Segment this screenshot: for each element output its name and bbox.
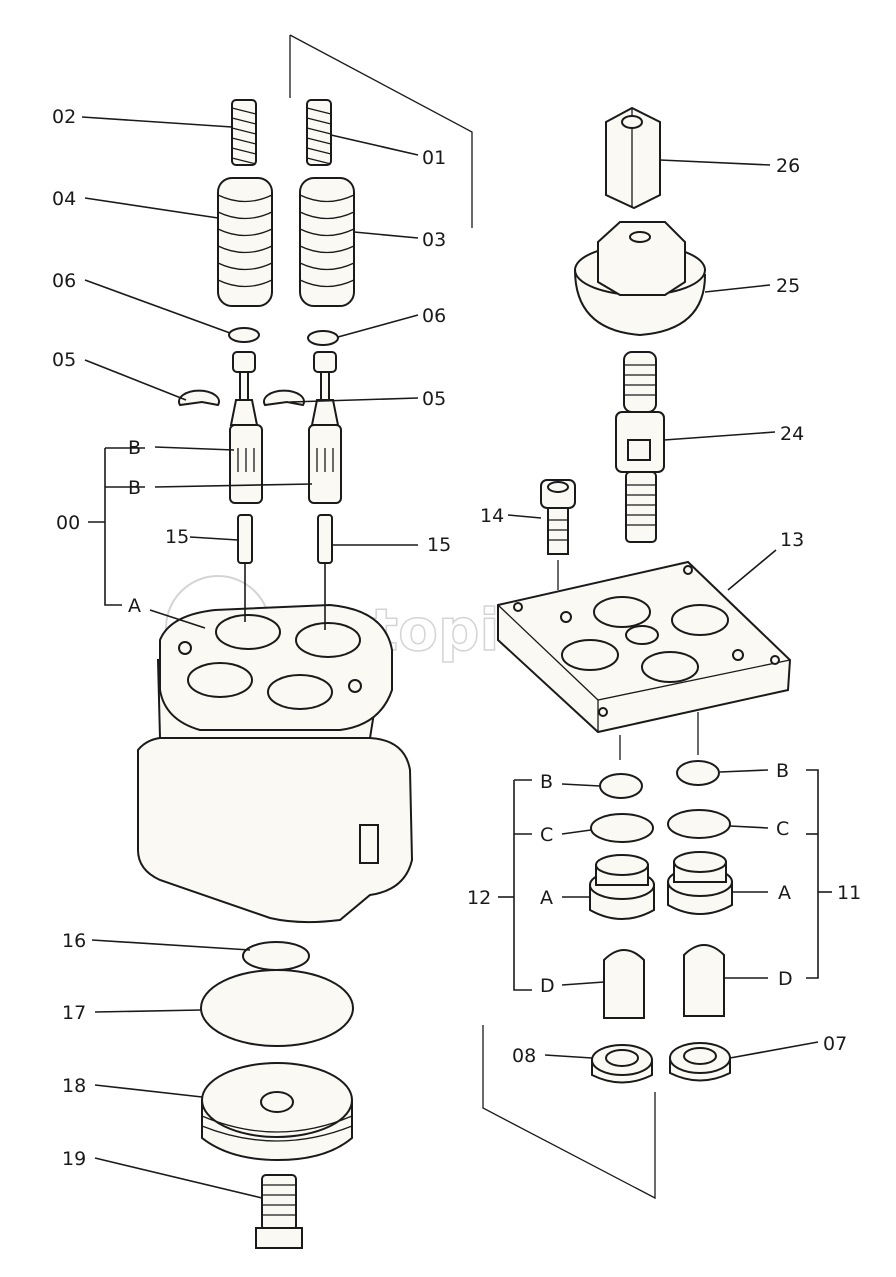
part-labels: 02 01 04 03 06 06 05 05 B B 00 15 15 A 2… [52, 106, 861, 1170]
clip-05-right [263, 389, 305, 407]
pin-15-right [317, 514, 333, 564]
plunger-D-right [683, 944, 725, 1017]
oring-C-right [667, 809, 731, 839]
guide-brackets [289, 34, 656, 1200]
ring-B-left [599, 773, 643, 799]
joint-24 [615, 351, 665, 543]
spring-large-04 [217, 177, 273, 307]
label-05-left: 05 [52, 349, 76, 371]
oring-C-left [590, 813, 654, 843]
label-19: 19 [62, 1148, 86, 1170]
plunger-left [229, 351, 263, 504]
label-B-lower: B [128, 477, 141, 499]
label-B-right: B [776, 760, 789, 782]
label-16: 16 [62, 930, 86, 952]
label-01: 01 [422, 147, 446, 169]
label-12: 12 [467, 887, 491, 909]
label-B-left: B [540, 771, 553, 793]
label-06-right: 06 [422, 305, 446, 327]
plunger-D-left [603, 949, 645, 1019]
clip-05-left [178, 389, 220, 407]
ring-B-right [676, 760, 720, 786]
spring-small-01 [306, 99, 332, 166]
plate-13 [497, 560, 792, 734]
label-05-right: 05 [422, 388, 446, 410]
label-03: 03 [422, 229, 446, 251]
label-14: 14 [480, 505, 504, 527]
label-08: 08 [512, 1045, 536, 1067]
label-A-left: A [540, 887, 553, 909]
seal-16 [242, 941, 310, 971]
oring-17 [200, 969, 354, 1047]
label-C-left: C [540, 824, 553, 846]
nut-08 [591, 1044, 653, 1084]
pin-15-left [237, 514, 253, 564]
label-17: 17 [62, 1002, 86, 1024]
label-24: 24 [780, 423, 804, 445]
label-D-left: D [540, 975, 555, 997]
label-11: 11 [837, 882, 861, 904]
label-18: 18 [62, 1075, 86, 1097]
nut-flange-25 [573, 221, 707, 337]
label-25: 25 [776, 275, 800, 297]
nut-26 [605, 106, 661, 210]
label-B-upper: B [128, 437, 141, 459]
label-D-right: D [778, 968, 793, 990]
plunger-right [308, 351, 342, 504]
valve-body [137, 603, 414, 924]
cap-18 [201, 1062, 353, 1162]
label-13: 13 [780, 529, 804, 551]
washer-06-left [228, 327, 260, 343]
label-07: 07 [823, 1033, 847, 1055]
plug-19 [255, 1174, 303, 1249]
label-C-right: C [776, 818, 789, 840]
sleeve-A-left [589, 854, 655, 920]
spring-small-02 [231, 99, 257, 166]
label-26: 26 [776, 155, 800, 177]
label-A-body: A [128, 595, 141, 617]
label-04: 04 [52, 188, 76, 210]
label-A-right: A [778, 882, 791, 904]
label-00: 00 [56, 512, 80, 534]
nut-07 [669, 1042, 731, 1082]
leader-lines [81, 116, 832, 1199]
bolt-14 [540, 479, 576, 555]
sleeve-A-right [667, 851, 733, 915]
label-06-left: 06 [52, 270, 76, 292]
washer-06-right [307, 330, 339, 346]
label-15-left: 15 [165, 526, 189, 548]
spring-large-03 [299, 177, 355, 307]
label-02: 02 [52, 106, 76, 128]
label-15-right: 15 [427, 534, 451, 556]
